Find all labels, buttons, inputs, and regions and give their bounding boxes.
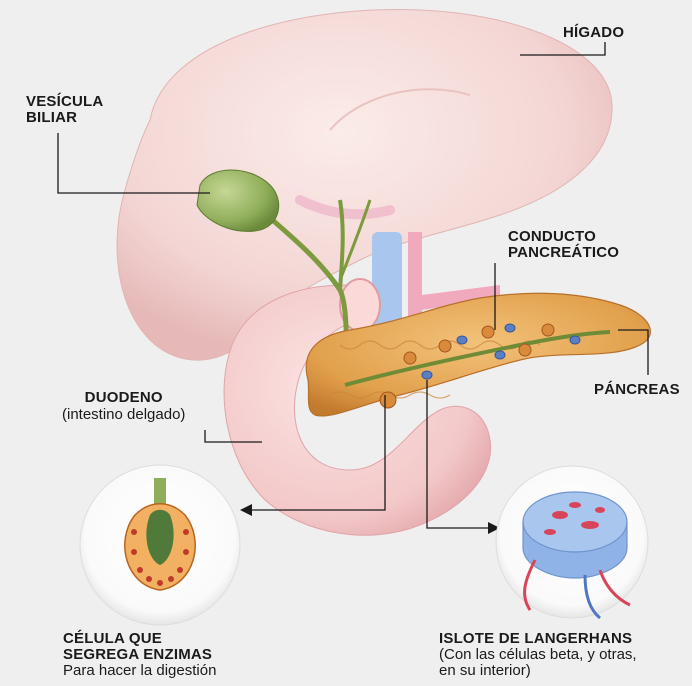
label-vesicula-line1: VESÍCULA — [26, 94, 103, 110]
label-vesicula-line2: BILIAR — [26, 110, 103, 126]
arrow-head-celula — [240, 504, 252, 516]
label-islote-sub2: en su interior) — [439, 663, 637, 679]
label-duodeno-title: DUODENO — [62, 390, 185, 406]
label-conducto-pancreatico: CONDUCTO PANCREÁTICO — [508, 229, 619, 261]
label-conducto-line2: PANCREÁTICO — [508, 245, 619, 261]
label-celula-sub: Para hacer la digestión — [63, 663, 216, 679]
label-islote: ISLOTE DE LANGERHANS (Con las células be… — [439, 631, 637, 678]
label-pancreas: PÁNCREAS — [594, 382, 680, 398]
label-duodeno-sub: (intestino delgado) — [62, 407, 185, 423]
label-celula: CÉLULA QUE SEGREGA ENZIMAS Para hacer la… — [63, 631, 216, 678]
label-vesicula-biliar: VESÍCULA BILIAR — [26, 94, 103, 126]
label-celula-line2: SEGREGA ENZIMAS — [63, 647, 216, 663]
label-higado: HÍGADO — [563, 25, 624, 41]
label-islote-title: ISLOTE DE LANGERHANS — [439, 631, 637, 647]
label-duodeno: DUODENO (intestino delgado) — [62, 390, 185, 423]
label-conducto-line1: CONDUCTO — [508, 229, 619, 245]
label-celula-line1: CÉLULA QUE — [63, 631, 216, 647]
label-islote-sub1: (Con las células beta, y otras, — [439, 647, 637, 663]
